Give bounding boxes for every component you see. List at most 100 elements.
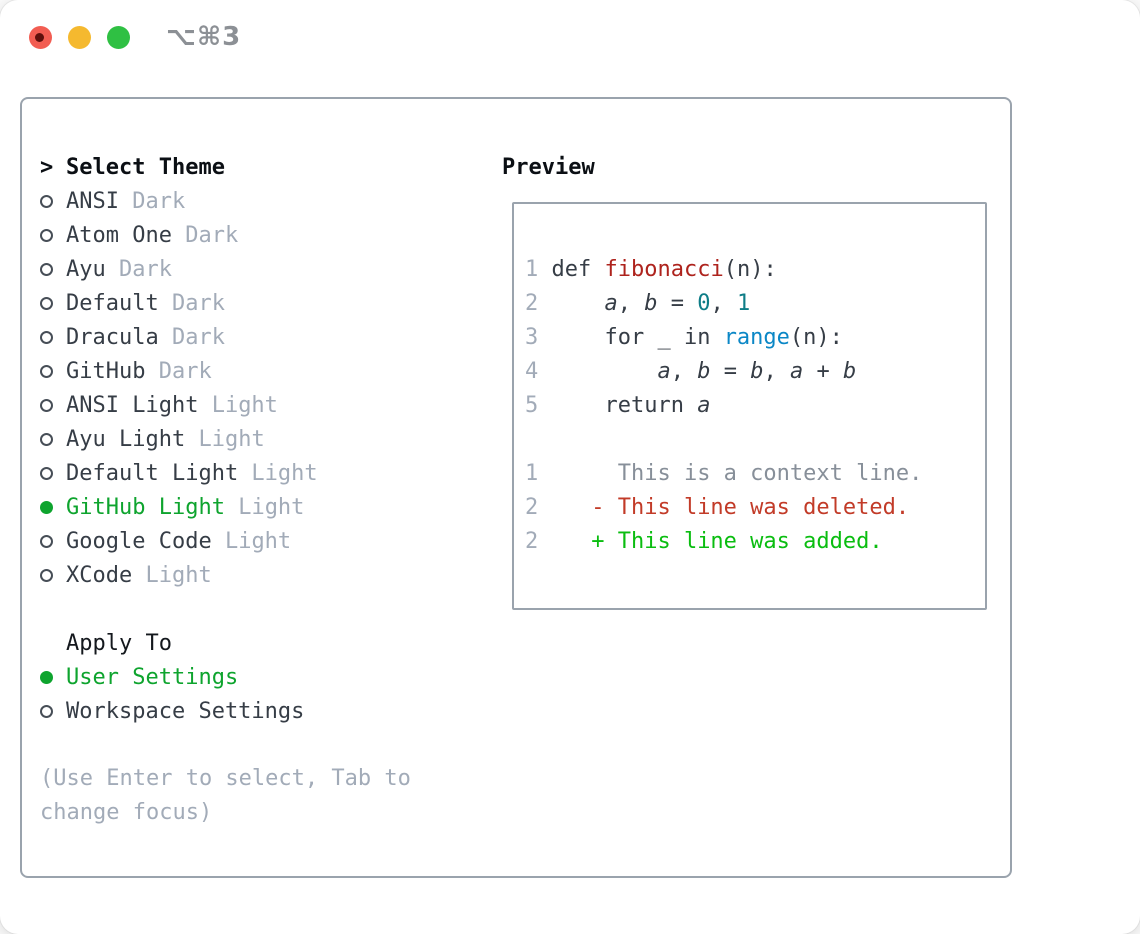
code-token-var: b [750,359,764,384]
theme-option-google-code[interactable]: Google Code Light [40,524,318,558]
maximize-button[interactable] [107,26,130,49]
preview-label: Preview [502,154,595,180]
code-token-plain: , [763,359,790,384]
radio-selected-icon [40,670,66,684]
code-token-num: 0 [697,291,711,316]
option-variant-label: Light [132,562,212,588]
option-label: XCode [66,562,133,588]
code-line: 2 a, b = 0, 1 [525,287,985,321]
theme-option-atom-one[interactable]: Atom One Dark [40,218,318,252]
line-number: 1 [525,257,539,282]
selection-caret-icon: > [40,154,54,180]
theme-option-default[interactable]: Default Dark [40,286,318,320]
radio-unselected-icon [40,262,66,276]
line-number: 2 [525,495,539,520]
radio-unselected-icon [40,432,66,446]
line-number: 4 [525,359,539,384]
option-label: Ayu [66,256,106,282]
code-token-plain: = [657,291,698,316]
code-token-plain: (n): [723,257,777,282]
code-token-plain: , [617,291,645,316]
option-variant-label: Dark [158,324,225,350]
line-number: 5 [525,393,539,418]
line-number: 3 [525,325,539,350]
theme-list-header: > Select Theme [40,150,225,184]
diff-preview: 1 This is a context line. 2 - This line w… [525,457,985,559]
theme-option-xcode[interactable]: XCode Light [40,558,318,592]
theme-option-ansi[interactable]: ANSI Dark [40,184,318,218]
radio-unselected-icon [40,330,66,344]
option-label: Atom One [66,222,172,248]
theme-option-github-light[interactable]: GitHub Light Light [40,490,318,524]
keyboard-hint: (Use Enter to select, Tab to change focu… [40,766,411,825]
code-token-var: a [657,359,671,384]
radio-unselected-icon [40,398,66,412]
diff-line-added: 2 + This line was added. [525,525,985,559]
radio-unselected-icon [40,466,66,480]
titlebar: ⌥⌘3 [0,0,1140,75]
code-token-plain: for _ in [551,325,724,350]
code-token-plain: + [803,359,843,384]
option-label: Default Light [66,460,239,486]
option-variant-label: Light [185,426,265,452]
radio-unselected-icon [40,228,66,242]
diff-line-deleted: 2 - This line was deleted. [525,491,985,525]
option-variant-label: Dark [171,222,239,248]
option-variant-label: Light [224,494,305,520]
code-token-plain [552,359,658,384]
option-label: ANSI [66,188,119,214]
option-label: GitHub Light [66,494,225,520]
code-token-var: a [697,393,711,418]
code-token-var: a [604,291,618,316]
code-token-plain [552,291,605,316]
close-button[interactable] [29,26,52,49]
diff-text: + This line was added. [538,529,883,554]
option-label: Workspace Settings [66,698,305,724]
radio-selected-icon [40,500,66,514]
option-variant-label: Dark [145,358,212,384]
option-label: Google Code [66,528,212,554]
line-number: 2 [525,291,539,316]
theme-option-ansi-light[interactable]: ANSI Light Light [40,388,318,422]
apply-option-user-settings[interactable]: User Settings [40,660,304,694]
radio-unselected-icon [40,568,66,582]
code-line: 1 def fibonacci(n): [525,253,985,287]
option-label: Ayu Light [66,426,186,452]
theme-option-ayu-light[interactable]: Ayu Light Light [40,422,318,456]
option-variant-label: Dark [158,290,225,316]
line-number: 2 [525,529,539,554]
theme-option-dracula[interactable]: Dracula Dark [40,320,318,354]
option-variant-label: Light [238,460,318,486]
code-token-plain: , [710,291,737,316]
code-token-plain: def [551,257,605,282]
option-variant-label: Light [211,528,292,554]
apply-option-workspace-settings[interactable]: Workspace Settings [40,694,304,728]
code-token-func: fibonacci [604,257,724,282]
option-label: Dracula [66,324,159,350]
theme-option-github[interactable]: GitHub Dark [40,354,318,388]
code-token-var: b [644,291,658,316]
radio-unselected-icon [40,364,66,378]
radio-unselected-icon [40,296,66,310]
code-token-num: 1 [736,291,751,316]
option-variant-label: Light [198,392,278,418]
code-line: 5 return a [525,389,985,423]
code-token-plain: = [710,359,751,384]
line-number: 1 [525,461,539,486]
diff-text: This is a context line. [538,461,923,486]
radio-unselected-icon [40,704,66,718]
code-token-var: a [789,359,804,384]
theme-option-default-light[interactable]: Default Light Light [40,456,318,490]
theme-list-title: Select Theme [66,154,225,180]
option-label: GitHub [66,358,146,384]
apply-to-label: Apply To [66,630,172,656]
theme-option-ayu[interactable]: Ayu Dark [40,252,318,286]
minimize-button[interactable] [68,26,91,49]
code-line: 3 for _ in range(n): [525,321,985,355]
